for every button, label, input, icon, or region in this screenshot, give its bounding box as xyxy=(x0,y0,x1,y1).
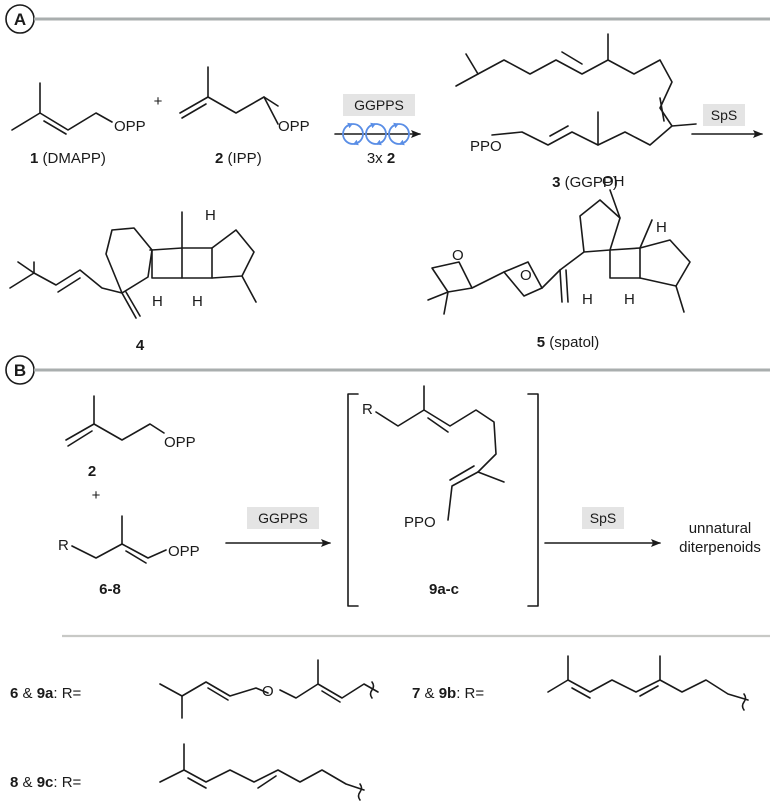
intermediate-label: 9a-c xyxy=(429,581,459,598)
compound-1-label: 1 (DMAPP) xyxy=(30,150,106,167)
enzyme-box-sps-a xyxy=(703,104,745,126)
o-label-r6: O xyxy=(262,683,274,700)
o-label-epox2: O xyxy=(520,267,532,284)
h-label-4a: H xyxy=(205,207,216,224)
h-label-4c: H xyxy=(192,293,203,310)
h-label-4b: H xyxy=(152,293,163,310)
h-label-5a: H xyxy=(656,219,667,236)
plus-sign-b: + xyxy=(92,487,101,504)
o-label-epox1: O xyxy=(452,247,464,264)
opp-label-1: OPP xyxy=(114,118,146,135)
compound-2-ipp-b: OPP xyxy=(65,395,196,451)
ppo-label-9: PPO xyxy=(404,514,436,531)
compound-5-spatol: O O OH H H H xyxy=(427,173,691,315)
enzyme-box-sps-b xyxy=(582,507,624,529)
ppo-label-3: PPO xyxy=(470,138,502,155)
enzyme-ggpps-a: GGPPS xyxy=(354,97,404,113)
panel-b-letter: B xyxy=(14,361,26,380)
panel-a-header: A xyxy=(5,4,770,34)
compound-2-label: 2 (IPP) xyxy=(215,150,262,167)
arrow-sps-a: SpS xyxy=(691,104,763,138)
compound-6-8: R OPP xyxy=(58,515,200,564)
h-label-5b: H xyxy=(582,291,593,308)
enzyme-sps-b: SpS xyxy=(590,510,616,526)
intermediate-9ac: R PPO xyxy=(347,385,539,607)
compound-5-label: 5 (spatol) xyxy=(537,334,600,351)
arrow-ggpps-a: GGPPS 3x 2 xyxy=(334,94,421,167)
r-group-7-9b-label: 7 & 9b: R= xyxy=(412,685,484,702)
r-label-9: R xyxy=(362,401,373,418)
r-label-68: R xyxy=(58,537,69,554)
repeat-label: 3x 2 xyxy=(367,150,395,167)
opp-label-68: OPP xyxy=(168,543,200,560)
r-group-6-9a-structure: O xyxy=(159,659,379,719)
compound-2-label-b: 2 xyxy=(88,463,96,480)
compound-4: H H H xyxy=(9,207,257,319)
compound-4-label: 4 xyxy=(136,337,145,354)
arrow-sps-b: SpS xyxy=(544,507,661,547)
cycle-icon xyxy=(342,122,410,146)
compound-2-ipp: OPP xyxy=(179,66,310,135)
enzyme-sps-a: SpS xyxy=(711,107,737,123)
product-line-2: diterpenoids xyxy=(679,539,761,556)
product-line-1: unnatural xyxy=(689,520,752,537)
r-group-8-9c-label: 8 & 9c: R= xyxy=(10,774,82,791)
compound-3-label: 3 (GGPP) xyxy=(552,174,618,191)
compound-1-dmapp: OPP xyxy=(11,82,146,135)
r-group-6-9a-label: 6 & 9a: R= xyxy=(10,685,82,702)
r-group-7-9b-structure xyxy=(547,655,749,711)
panel-b-header: B xyxy=(5,355,770,385)
h-label-5c: H xyxy=(624,291,635,308)
arrow-ggpps-b: GGPPS xyxy=(225,507,331,547)
compound-3-ggpp: PPO xyxy=(455,33,697,155)
oh-label-5: OH xyxy=(602,173,625,190)
compound-6-8-label: 6-8 xyxy=(99,581,121,598)
plus-sign-a: + xyxy=(154,93,163,110)
enzyme-ggpps-b: GGPPS xyxy=(258,510,308,526)
panel-a-letter: A xyxy=(14,10,26,29)
r-group-8-9c-structure xyxy=(159,743,365,801)
enzyme-box-ggpps-b xyxy=(247,507,319,529)
enzyme-box-ggpps-a xyxy=(343,94,415,116)
opp-label-b2: OPP xyxy=(164,434,196,451)
opp-label-2: OPP xyxy=(278,118,310,135)
